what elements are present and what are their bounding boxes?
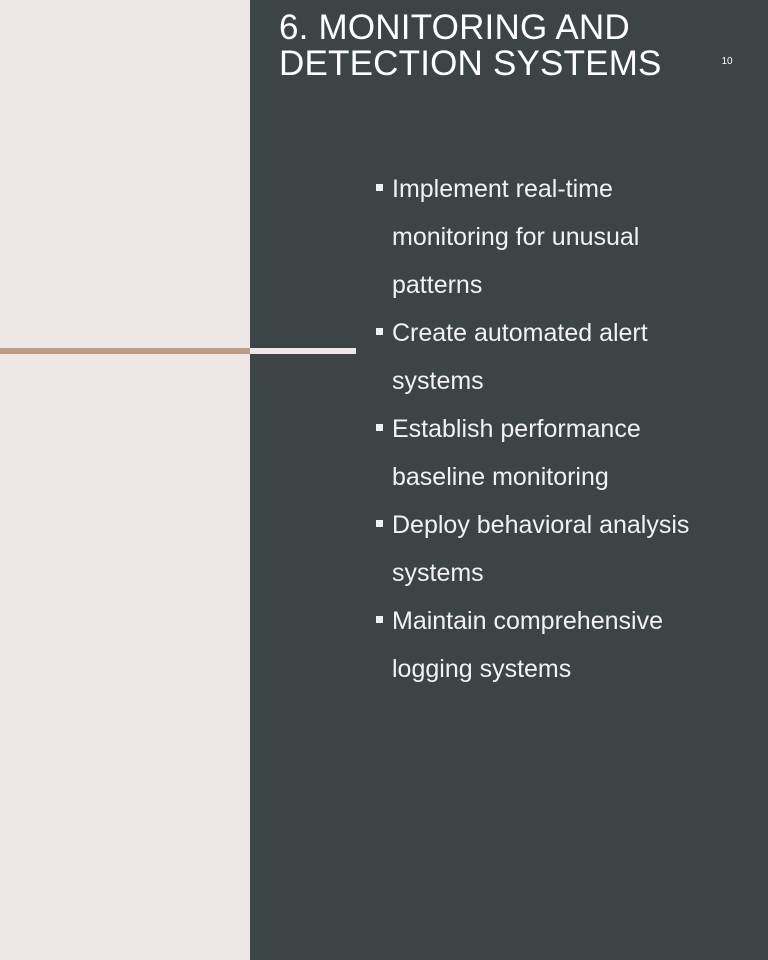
slide-title: 6. MONITORING AND DETECTION SYSTEMS (279, 8, 662, 83)
accent-divider-right (250, 348, 356, 354)
left-panel (0, 0, 250, 960)
bullet-text: Establish performance baseline monitorin… (392, 415, 641, 491)
square-bullet-icon (376, 424, 383, 431)
bullet-text: Maintain comprehensive logging systems (392, 607, 663, 683)
bullet-item: Create automated alert systems (375, 309, 725, 405)
accent-divider-left (0, 348, 250, 354)
bullet-text: Implement real-time monitoring for unusu… (392, 175, 640, 299)
square-bullet-icon (376, 520, 383, 527)
bullet-list: Implement real-time monitoring for unusu… (375, 165, 725, 693)
square-bullet-icon (376, 328, 383, 335)
bullet-text: Deploy behavioral analysis systems (392, 511, 690, 587)
bullet-item: Maintain comprehensive logging systems (375, 597, 725, 693)
bullet-item: Establish performance baseline monitorin… (375, 405, 725, 501)
page-number: 10 (721, 56, 733, 67)
content-panel (250, 0, 768, 960)
bullet-text: Create automated alert systems (392, 319, 648, 395)
square-bullet-icon (376, 184, 383, 191)
square-bullet-icon (376, 616, 383, 623)
bullet-item: Deploy behavioral analysis systems (375, 501, 725, 597)
bullet-item: Implement real-time monitoring for unusu… (375, 165, 725, 309)
